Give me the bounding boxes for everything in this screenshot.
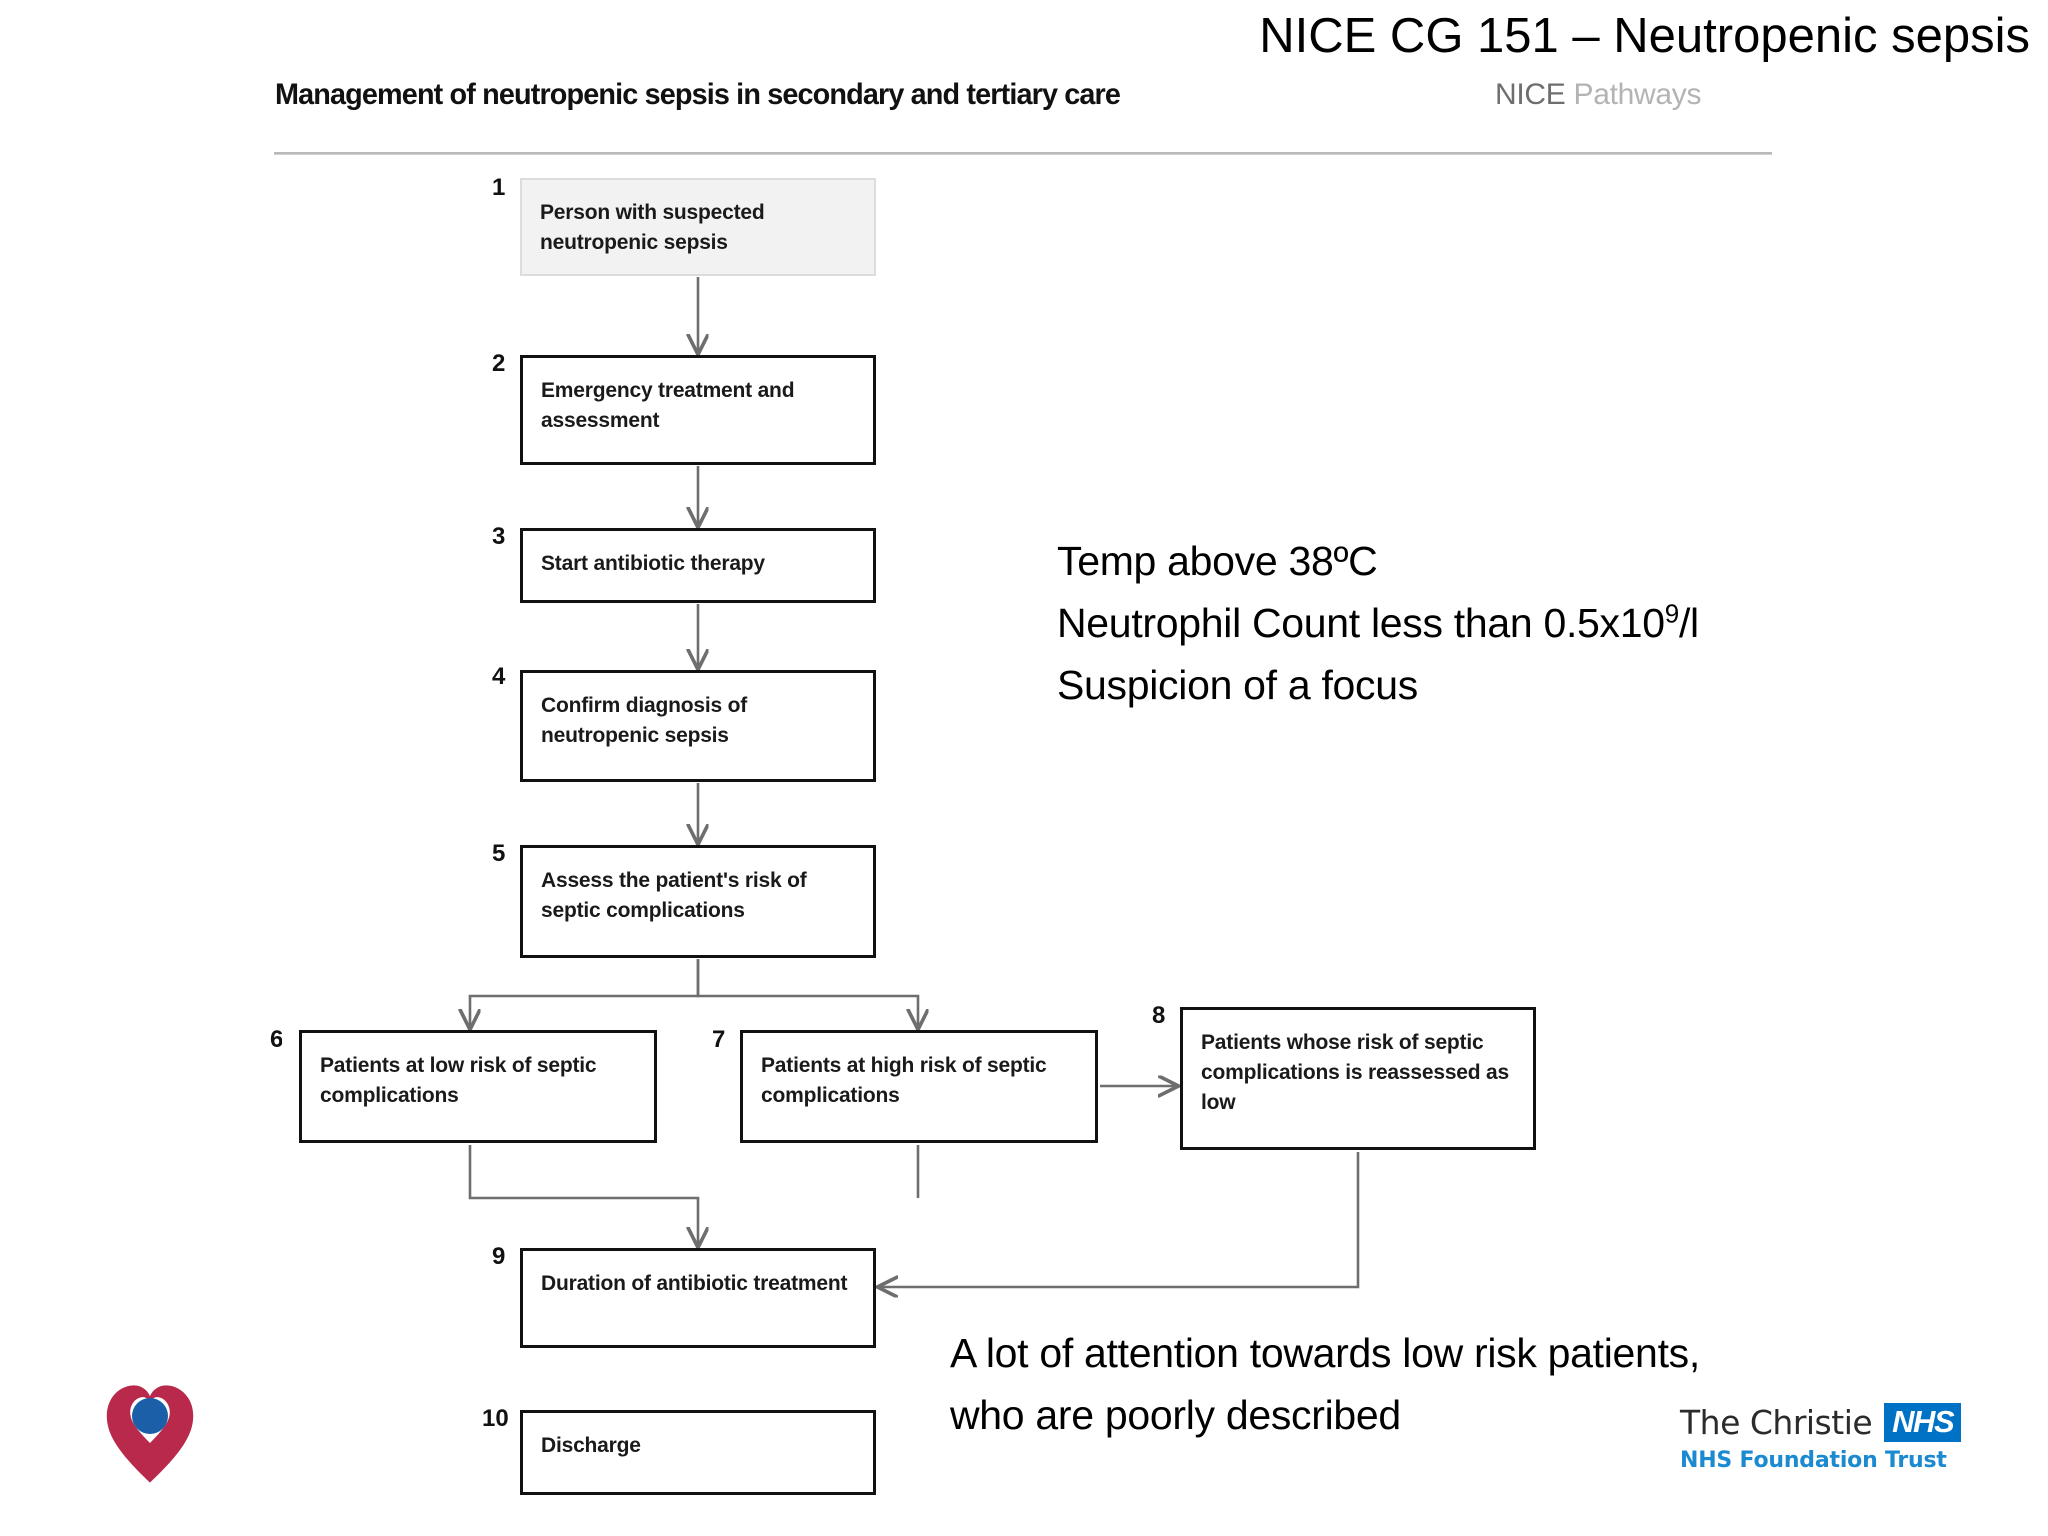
page-title: NICE CG 151 – Neutropenic sepsis (1259, 9, 2030, 63)
christie-wordmark: The Christie (1680, 1402, 1873, 1442)
criteria-neutrophil-prefix: Neutrophil Count less than 0.5x10 (1057, 600, 1665, 646)
criteria-neutrophil-exponent: 9 (1664, 598, 1679, 629)
criteria-line-neutrophil: Neutrophil Count less than 0.5x109/l (1057, 592, 1699, 654)
criteria-line-temp: Temp above 38ºC (1057, 538, 1378, 584)
node-number-7: 7 (712, 1026, 726, 1053)
page-subtitle: Management of neutropenic sepsis in seco… (275, 78, 1121, 111)
nhs-foundation-trust-label: NHS Foundation Trust (1680, 1448, 1947, 1473)
flow-node-duration-of-antibiotic-treatment[interactable]: Duration of antibiotic treatment (520, 1248, 876, 1348)
low-risk-note-line-1: A lot of attention towards low risk pati… (950, 1330, 1700, 1376)
node-number-1: 1 (492, 174, 506, 201)
flow-node-person-with-suspected-neutropenic-sepsis[interactable]: Person with suspected neutropenic sepsis (520, 178, 876, 276)
flow-node-confirm-diagnosis-of-neutropenic-sepsis[interactable]: Confirm diagnosis of neutropenic sepsis (520, 670, 876, 782)
christie-heart-icon (106, 1385, 194, 1483)
criteria-neutrophil-suffix: /l (1678, 600, 1699, 646)
annotation-low-risk-note: A lot of attention towards low risk pati… (950, 1322, 1700, 1446)
node-number-4: 4 (492, 663, 506, 690)
header-divider (274, 152, 1772, 155)
node-number-8: 8 (1152, 1002, 1166, 1029)
criteria-line-focus: Suspicion of a focus (1057, 662, 1418, 708)
node-number-2: 2 (492, 350, 506, 377)
node-number-6: 6 (270, 1028, 282, 1052)
low-risk-note-line-2: who are poorly described (950, 1392, 1401, 1438)
nhs-logo-badge: NHS (1884, 1402, 1962, 1442)
flow-node-emergency-treatment-and-assessment[interactable]: Emergency treatment and assessment (520, 355, 876, 465)
christie-nhs-logo: The Christie NHS NHS Foundation Trust (1680, 1400, 1970, 1490)
christie-logo-top-row: The Christie NHS (1680, 1400, 1970, 1444)
node-number-3: 3 (492, 523, 506, 550)
nice-pathways-brand: NICE Pathways (1495, 78, 1702, 112)
brand-nice: NICE (1495, 78, 1566, 111)
node-number-10: 10 (482, 1405, 509, 1432)
flow-node-discharge[interactable]: Discharge (520, 1410, 876, 1495)
brand-pathways: Pathways (1573, 78, 1702, 111)
flow-node-patients-at-low-risk-of-septic-complications[interactable]: Patients at low risk of septic complicat… (299, 1030, 657, 1143)
node-number-5: 5 (492, 840, 506, 867)
node-number-9: 9 (492, 1243, 506, 1270)
flow-node-patients-risk-reassessed-as-low[interactable]: Patients whose risk of septic complicati… (1180, 1007, 1536, 1150)
annotation-diagnostic-criteria: Temp above 38ºC Neutrophil Count less th… (1057, 530, 1699, 716)
flow-node-assess-patients-risk-of-septic-complications[interactable]: Assess the patient's risk of septic comp… (520, 845, 876, 958)
flow-node-start-antibiotic-therapy[interactable]: Start antibiotic therapy (520, 528, 876, 603)
flow-node-patients-at-high-risk-of-septic-complications[interactable]: Patients at high risk of septic complica… (740, 1030, 1098, 1143)
